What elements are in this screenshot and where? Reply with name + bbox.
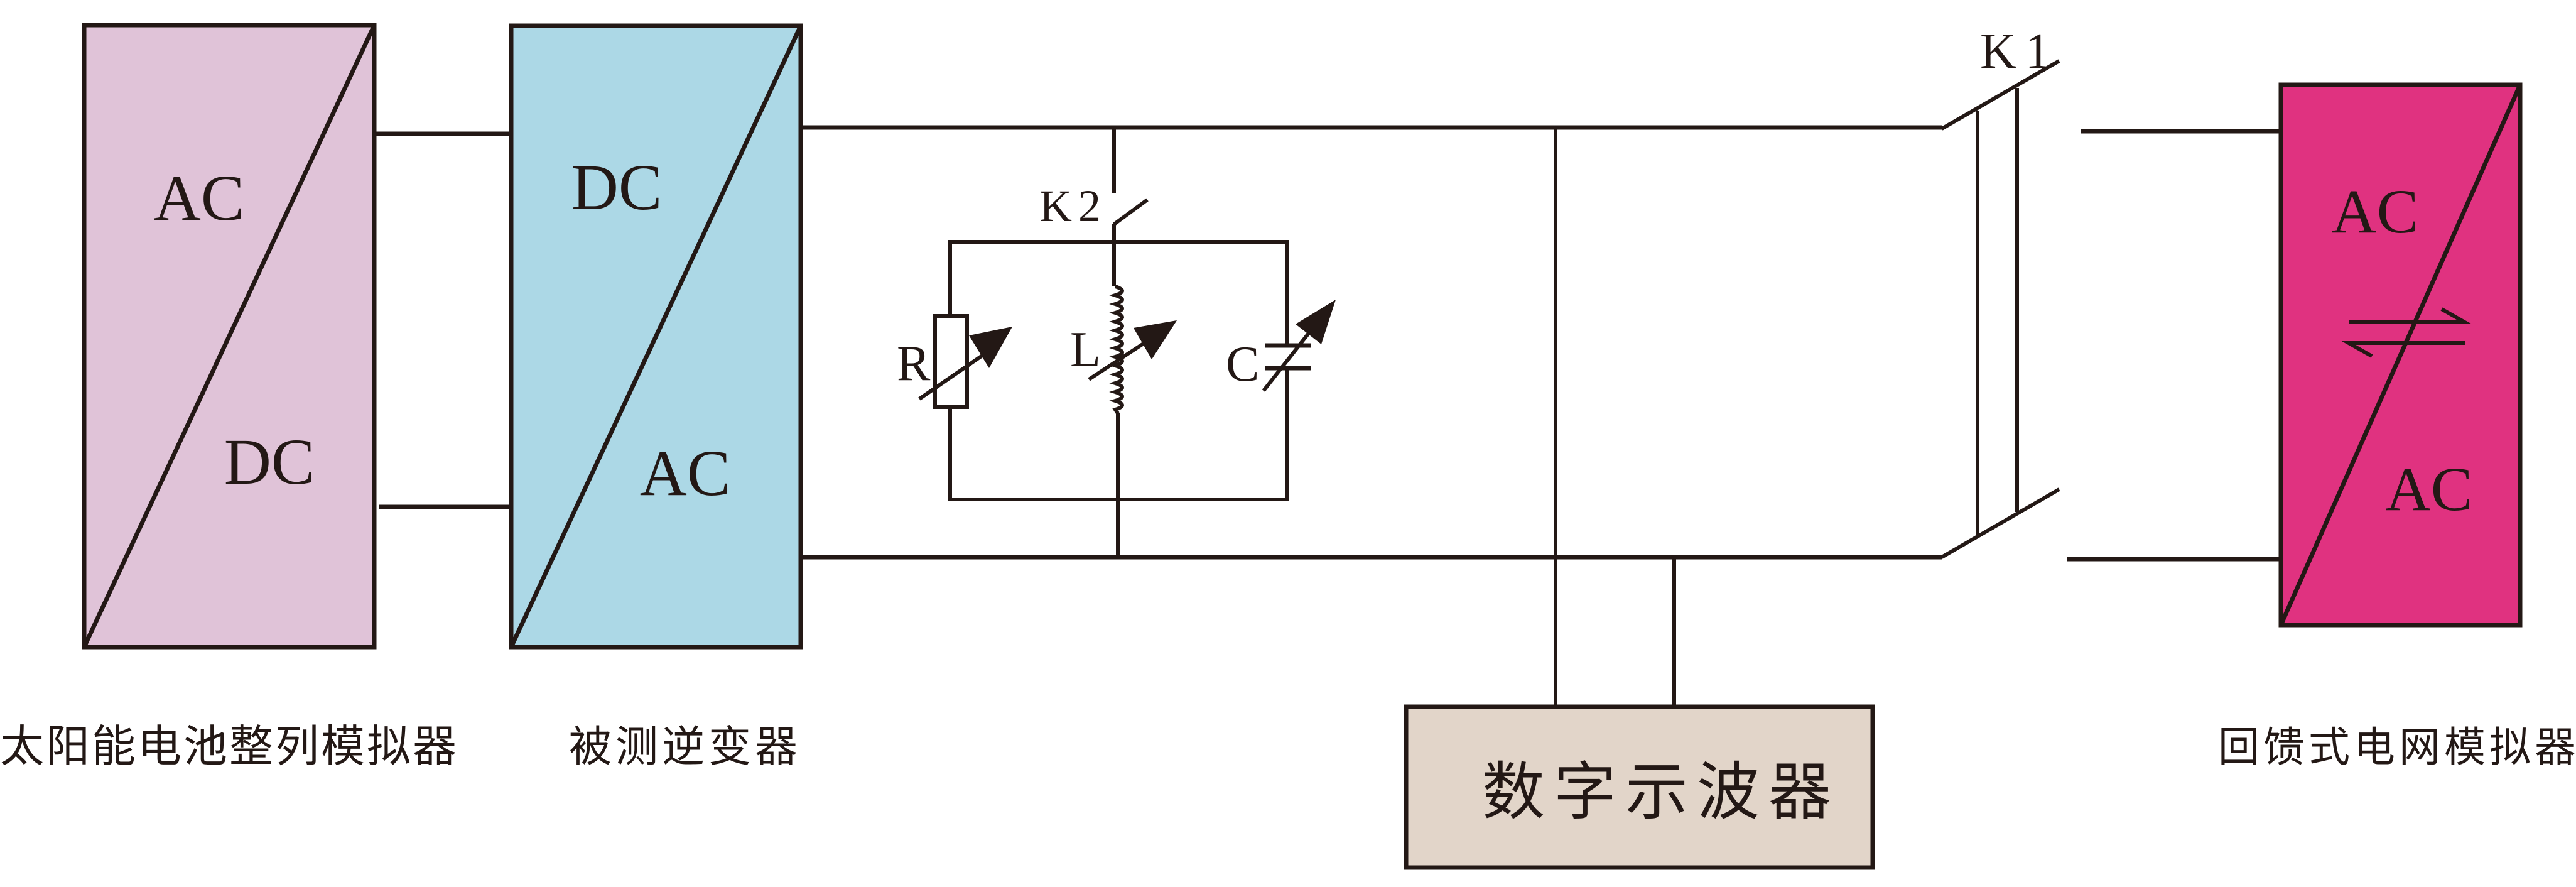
oscilloscope-block: 数字示波器 [1404,704,1875,870]
bidirectional-arrows-icon [2341,307,2472,358]
pv-simulator-block: AC DC [82,23,377,650]
inverter-block: DC AC [509,23,803,650]
variable-resistor [933,314,969,409]
k1-label: K1 [1980,24,2059,79]
resistor-label: R [897,336,931,391]
rlc-load: K2 R L C [897,128,1336,557]
capacitor-adjust-arrow-icon [1296,300,1336,344]
k2-switch-blade[interactable] [1113,198,1149,226]
grid-simulator-caption: 回馈式电网模拟器 [2218,723,2576,771]
oscilloscope-label: 数字示波器 [1482,755,1840,829]
variable-inductor [1109,285,1124,415]
pv-simulator-caption: 太阳能电池整列模拟器 [0,721,458,772]
inductor-adjust-arrow-icon [1134,320,1177,359]
grid-simulator-block: AC AC [2278,82,2523,628]
inverter-caption: 被测逆变器 [569,722,801,772]
grid-bottom-label: AC [2386,454,2473,524]
inverter-bottom-label: AC [640,437,730,509]
inductor-label: L [1070,322,1101,378]
resistor-adjust-arrow-icon [969,327,1012,368]
grid-top-label: AC [2332,177,2419,246]
inverter-top-label: DC [571,151,662,224]
capacitor-label: C [1226,337,1259,392]
k2-label: K2 [1039,181,1107,231]
k1-switch[interactable]: K1 [1940,24,2060,559]
pv-top-label: AC [154,162,244,234]
pv-bottom-label: DC [224,426,315,498]
